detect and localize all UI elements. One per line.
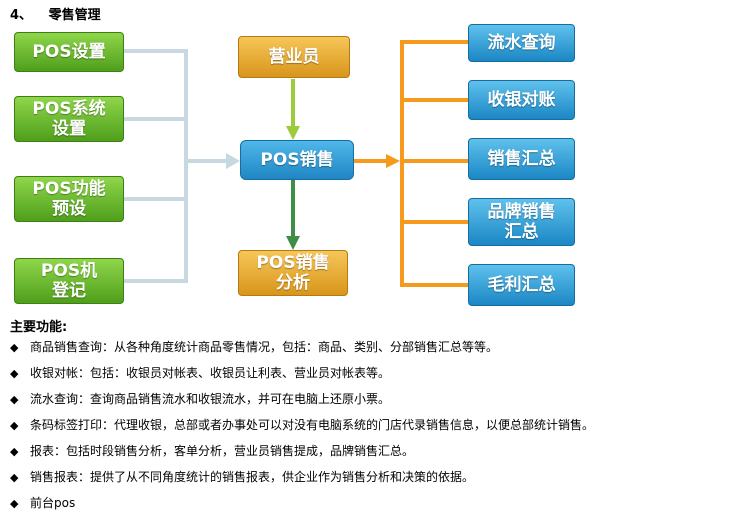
- section-heading: 4、 零售管理: [10, 4, 101, 23]
- list-item: ◆ 流水查询：查询商品销售流水和收银流水，并可在电脑上还原小票。: [10, 390, 594, 416]
- pos-settings-box: POS设置: [14, 32, 124, 72]
- section-number: 4、: [10, 8, 33, 23]
- list-item: ◆ 收银对帐：包括：收银员对帐表、收银员让利表、营业员对帐表等。: [10, 364, 594, 390]
- brand-sales-summary-box: 品牌销售 汇总: [468, 198, 575, 246]
- list-item: ◆ 商品销售查询：从各种角度统计商品零售情况，包括：商品、类别、分部销售汇总等等。: [10, 338, 594, 364]
- list-item-text: 流水查询：查询商品销售流水和收银流水，并可在电脑上还原小票。: [30, 392, 391, 406]
- list-item: ◆ 销售报表：提供了从不同角度统计的销售报表，供企业作为销售分析和决策的依据。: [10, 468, 594, 494]
- main-functions-title: 主要功能:: [10, 320, 68, 335]
- diamond-bullet-icon: ◆: [10, 497, 19, 510]
- transaction-query-box: 流水查询: [468, 24, 575, 62]
- diamond-bullet-icon: ◆: [10, 419, 19, 432]
- list-item-text: 收银对帐：包括：收银员对帐表、收银员让利表、营业员对帐表等。: [30, 366, 391, 380]
- list-item-text: 条码标签打印：代理收银，总部或者办事处可以对没有电脑系统的门店代录销售信息，以便…: [30, 418, 595, 432]
- connector-lines: [124, 40, 468, 287]
- diamond-bullet-icon: ◆: [10, 471, 19, 484]
- pos-machine-register-box: POS机 登记: [14, 258, 124, 304]
- feature-list: ◆ 商品销售查询：从各种角度统计商品零售情况，包括：商品、类别、分部销售汇总等等。…: [10, 338, 594, 520]
- salesperson-box: 营业员: [238, 36, 350, 78]
- dark-green-arrow-head: [286, 236, 300, 250]
- diamond-bullet-icon: ◆: [10, 341, 19, 354]
- section-title: 零售管理: [48, 8, 101, 23]
- cashier-reconciliation-box: 收银对账: [468, 80, 575, 120]
- diamond-bullet-icon: ◆: [10, 367, 19, 380]
- orange-arrow-head: [386, 154, 400, 168]
- list-item-text: 报表：包括时段销售分析，客单分析，营业员销售提成，品牌销售汇总。: [30, 444, 415, 458]
- diamond-bullet-icon: ◆: [10, 445, 19, 458]
- green-arrow-head: [286, 126, 300, 140]
- list-item-text: 商品销售查询：从各种角度统计商品零售情况，包括：商品、类别、分部销售汇总等等。: [30, 340, 499, 354]
- list-item: ◆ 报表：包括时段销售分析，客单分析，营业员销售提成，品牌销售汇总。: [10, 442, 594, 468]
- sales-summary-box: 销售汇总: [468, 138, 575, 180]
- pos-sales-box: POS销售: [240, 140, 354, 180]
- list-item-text: 前台pos: [30, 496, 76, 510]
- list-item: ◆ 条码标签打印：代理收银，总部或者办事处可以对没有电脑系统的门店代录销售信息，以…: [10, 416, 594, 442]
- diamond-bullet-icon: ◆: [10, 393, 19, 406]
- gray-arrow-head: [226, 153, 240, 169]
- pos-sales-analysis-box: POS销售 分析: [238, 250, 348, 296]
- list-item: ◆ 前台pos: [10, 494, 594, 520]
- pos-function-presets-box: POS功能 预设: [14, 176, 124, 222]
- pos-system-settings-box: POS系统 设置: [14, 96, 124, 142]
- list-item-text: 销售报表：提供了从不同角度统计的销售报表，供企业作为销售分析和决策的依据。: [30, 470, 475, 484]
- gross-profit-summary-box: 毛利汇总: [468, 264, 575, 306]
